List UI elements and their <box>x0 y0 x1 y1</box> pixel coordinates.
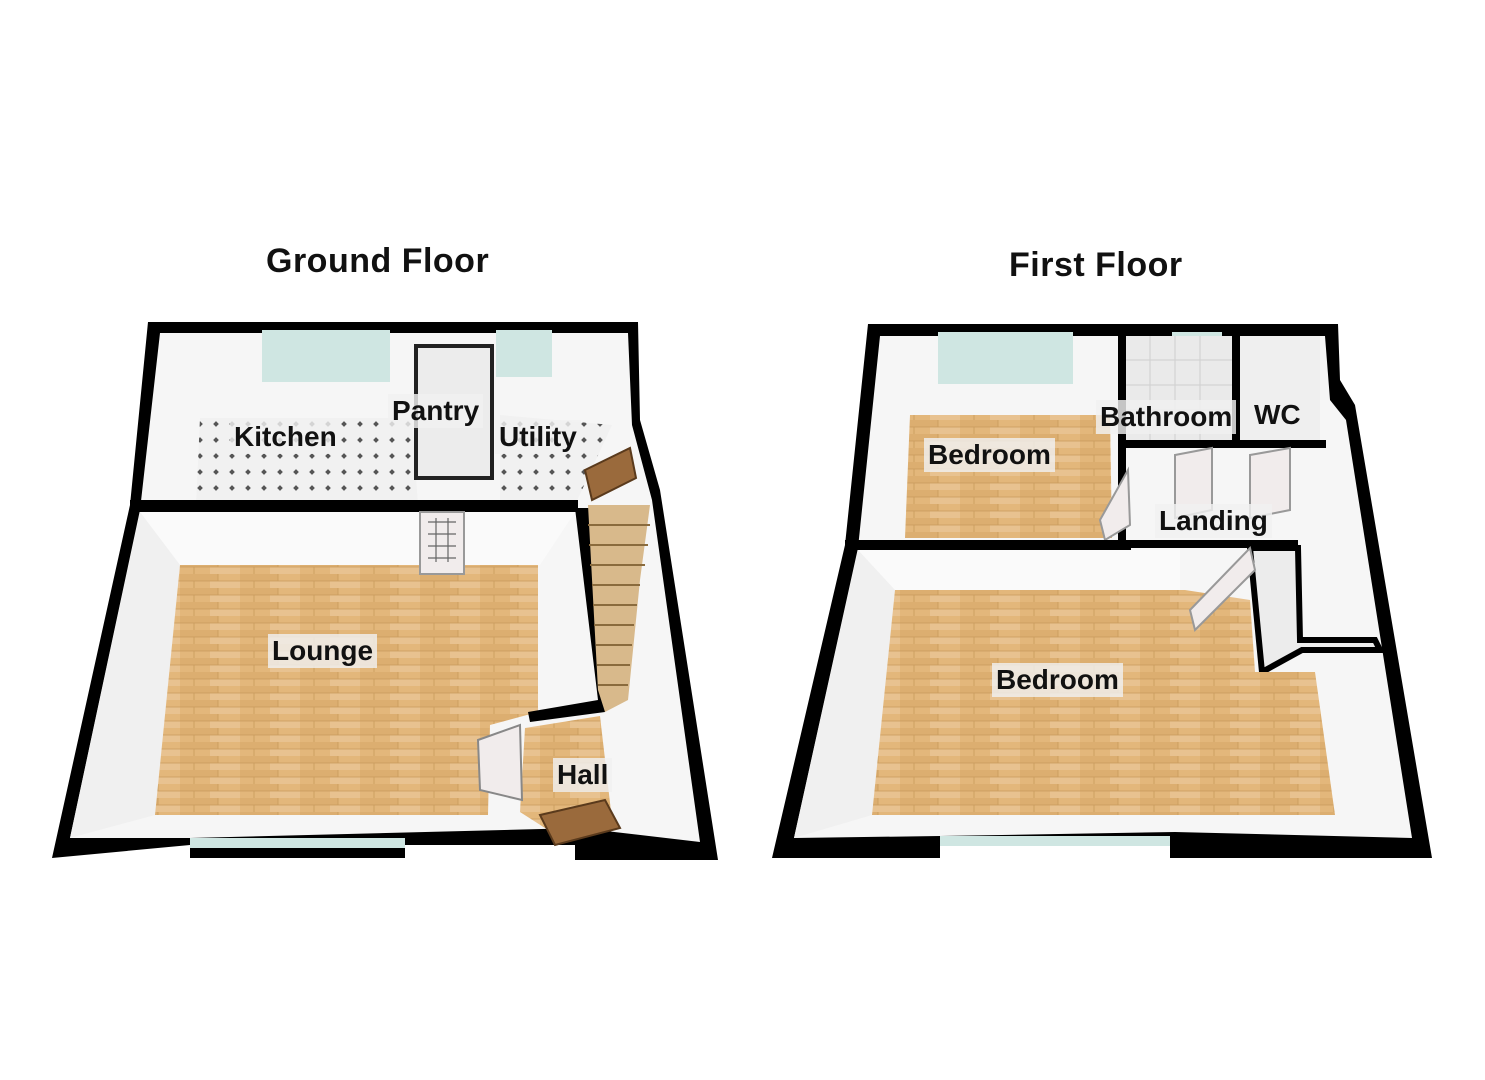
kitchen-window <box>262 322 390 382</box>
bedroom-small-window <box>938 324 1073 384</box>
room-label-wc: WC <box>1254 399 1301 430</box>
utility-back-door <box>583 446 638 502</box>
wc-door <box>1249 446 1291 520</box>
room-label-landing: Landing <box>1155 504 1272 538</box>
wc-room <box>1240 336 1320 440</box>
lounge-floor <box>155 565 538 815</box>
cupboard <box>1246 545 1385 677</box>
room-label-bathroom: Bathroom <box>1096 400 1237 434</box>
room-label-lounge: Lounge <box>268 634 378 668</box>
lounge-front-window <box>190 838 405 848</box>
bedroom-large-front-window <box>940 836 1170 846</box>
room-label-utility: Utility <box>495 420 581 454</box>
utility-window <box>496 322 552 377</box>
bedroom-small-floor <box>905 415 1112 538</box>
room-label-bedroom-small: Bedroom <box>924 438 1055 472</box>
bedroom-large-door <box>1188 545 1257 632</box>
bedroom-large-floor <box>872 590 1335 815</box>
ground-floor-title: Ground Floor <box>266 242 490 280</box>
room-label-pantry: Pantry <box>388 394 484 428</box>
room-label-bedroom-large: Bedroom <box>992 663 1123 697</box>
first-floor-title: First Floor <box>1009 246 1183 284</box>
staircase <box>588 505 650 712</box>
room-label-kitchen: Kitchen <box>230 420 341 454</box>
lounge-hall-door <box>476 723 524 802</box>
front-door <box>538 798 622 847</box>
room-label-hall: Hall <box>553 758 613 792</box>
bedroom-small-door <box>1098 466 1132 542</box>
lounge-kitchen-door <box>419 511 465 575</box>
